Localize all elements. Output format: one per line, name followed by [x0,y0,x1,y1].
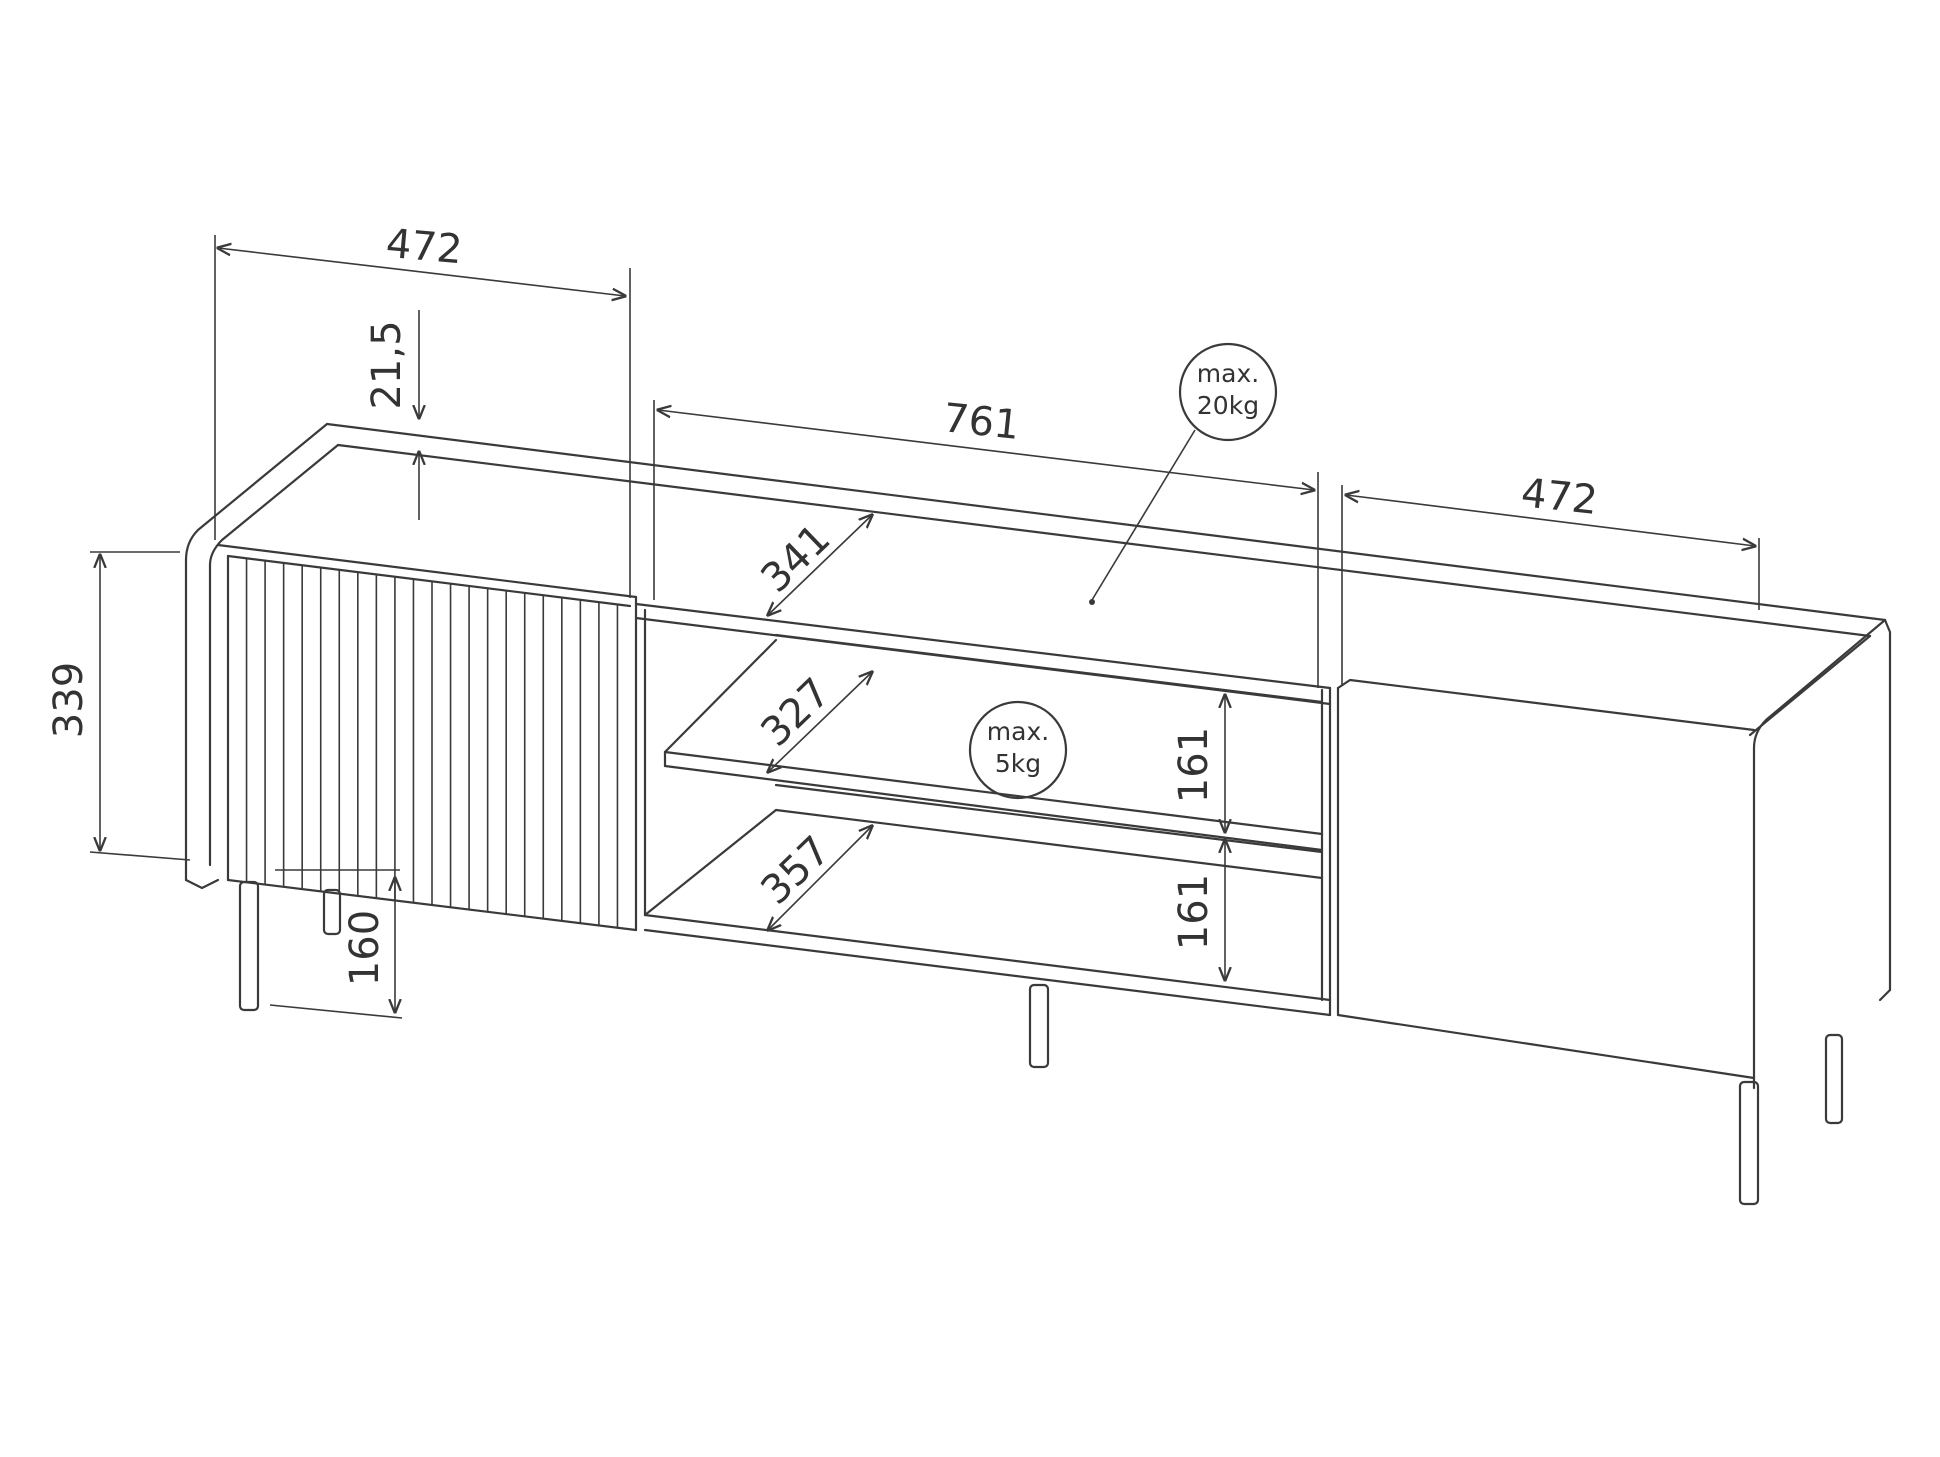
load-note-top-line1: max. [1197,359,1259,388]
leg-back-left [322,888,342,936]
left-door [216,543,638,932]
dim-middle-width: 761 [941,395,1022,449]
load-note-shelf: max. 5kg [968,700,1068,800]
dim-right-width: 472 [1519,470,1600,524]
dim-leg-height: 160 [342,910,388,986]
dim-depth-top: 341 [753,516,840,602]
dim-left-width: 472 [384,221,464,273]
leg-front-right [1738,1080,1760,1206]
dimension-lines [89,235,1760,1019]
middle-compartment [634,602,1332,1017]
right-door [1336,678,1756,1080]
dim-depth-shelf: 327 [753,670,840,756]
dim-shelf-gap-lower: 161 [1171,874,1217,950]
dim-top-thickness: 21,5 [364,320,410,409]
legs [238,880,1844,1206]
leg-back-right [1824,1033,1844,1125]
leg-front-left [238,880,260,1012]
load-note-shelf-line2: 5kg [995,749,1041,778]
load-note-top-line2: 20kg [1197,391,1259,420]
dim-depth-bottom: 357 [753,828,840,914]
leg-middle [1028,983,1050,1069]
dim-height: 339 [46,662,92,738]
load-note-shelf-line1: max. [987,717,1049,746]
dim-shelf-gap-upper: 161 [1171,727,1217,803]
dimension-labels: 472 21,5 761 472 339 341 327 357 161 161… [46,221,1600,986]
cabinet-top [184,422,1892,1090]
load-note-top: max. 20kg [1089,342,1278,605]
lamella-slats [245,558,619,928]
